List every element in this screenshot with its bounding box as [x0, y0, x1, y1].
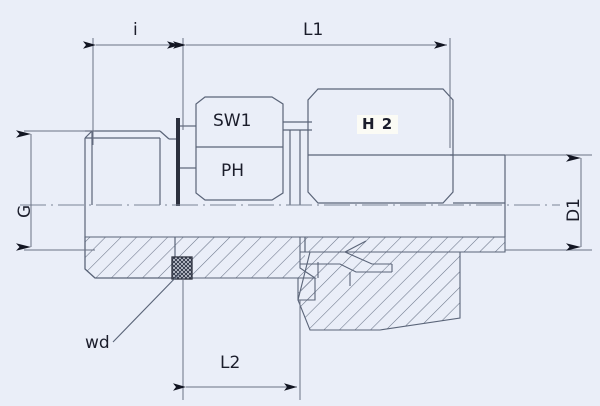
thread-stud-upper [84, 130, 176, 237]
dimension-label-l2: L2 [220, 353, 241, 373]
dimension-label-i: i [133, 20, 138, 40]
hatched-body-main [84, 236, 317, 279]
internal-bore-detail [300, 237, 393, 286]
tube-end-d1 [450, 154, 506, 237]
hatched-nut-body [190, 236, 506, 331]
dimension-label-g: G [15, 204, 35, 218]
washer-edge [176, 118, 180, 206]
part-label-ph: PH [221, 161, 245, 181]
dimension-label-l1: L1 [303, 20, 324, 40]
union-nut-h2 [307, 88, 454, 204]
part-label-sw1: SW1 [213, 111, 252, 131]
callout-label-wd: wd [85, 333, 110, 353]
seal-ring-wd [171, 256, 193, 280]
dimension-label-d1: D1 [564, 198, 584, 222]
dimension-d1 [505, 154, 592, 251]
leader-wd [112, 271, 182, 343]
dimension-l2 [173, 278, 301, 400]
dimension-lines-group [16, 38, 592, 400]
part-label-h2: H 2 [357, 115, 399, 134]
hex-body-sw1 [180, 96, 284, 201]
intermediate-collar [283, 121, 312, 205]
dimension-g [16, 130, 95, 251]
part-outline-group [20, 88, 560, 331]
